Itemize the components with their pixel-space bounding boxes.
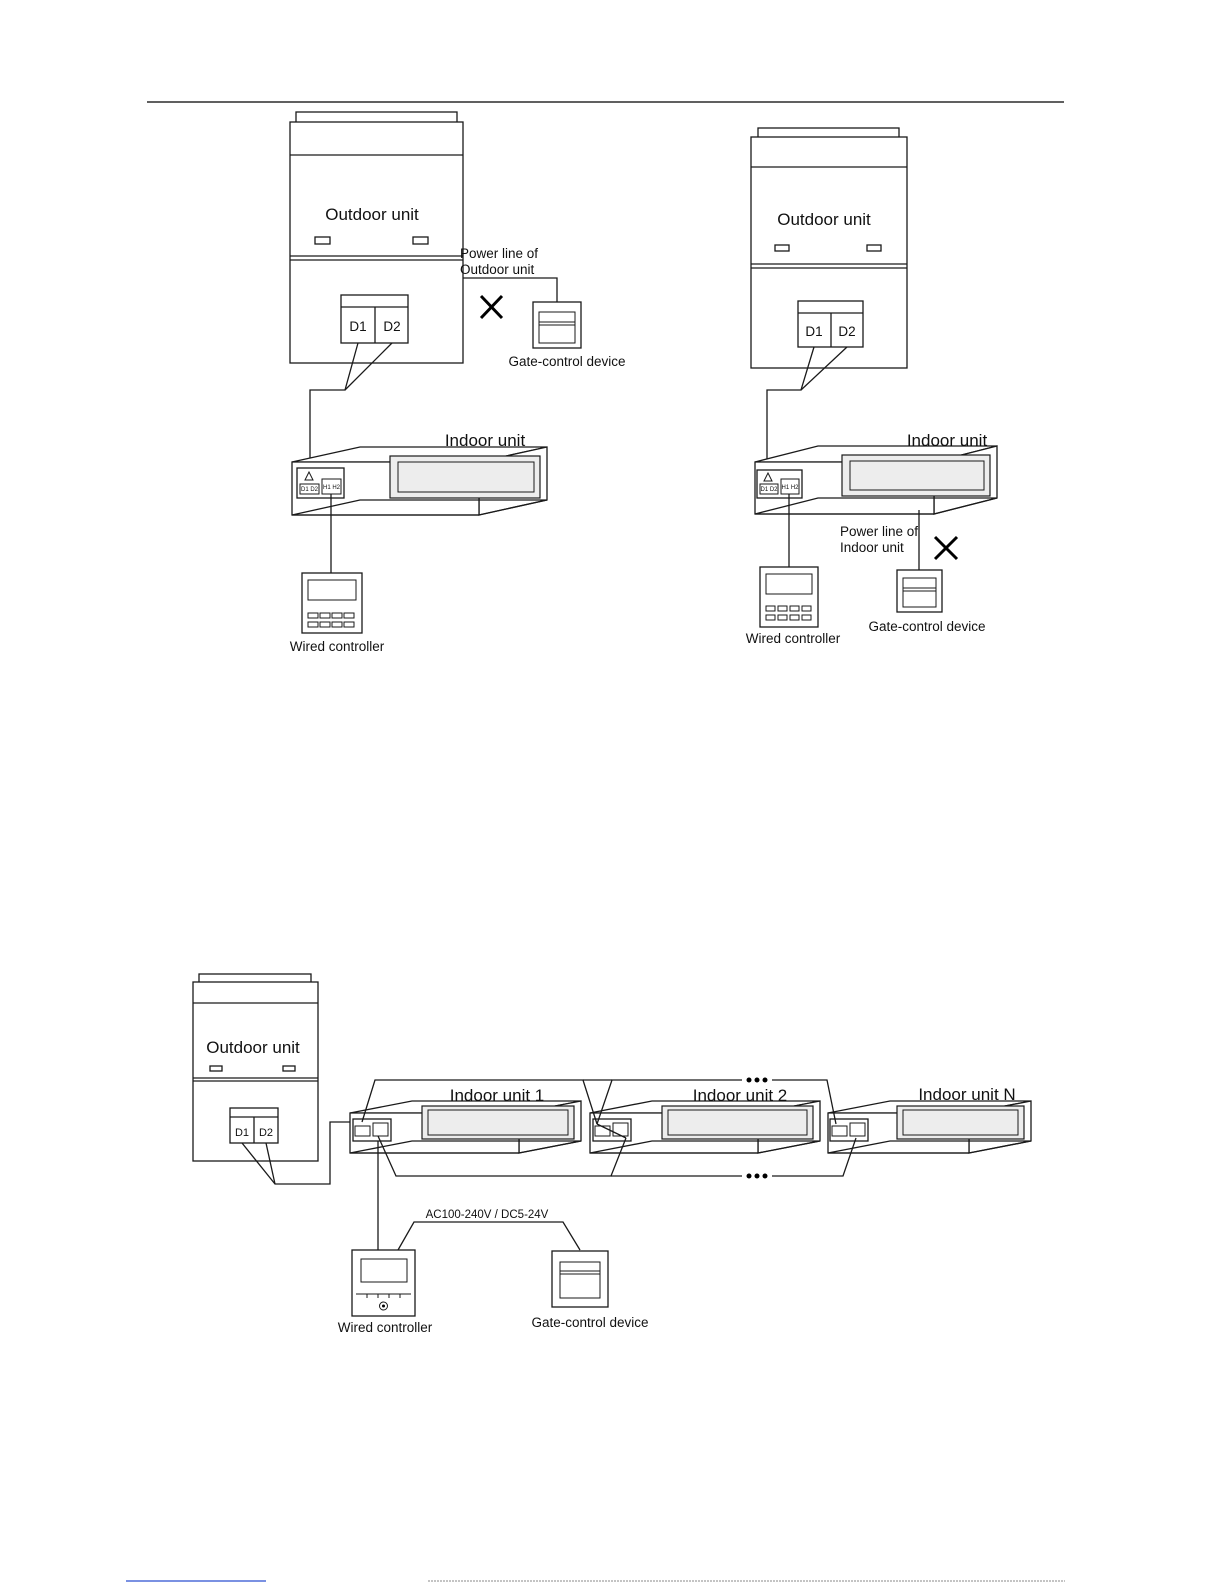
outdoor-unit: Outdoor unit [192, 973, 319, 1162]
wired-controller-label: Wired controller [338, 1320, 433, 1335]
terminal-d1: D1 [235, 1127, 249, 1139]
diagram-right: Outdoor unit D1 D2 D1 D2 H1 H2 Indoor un… [746, 127, 998, 646]
diagram-left: Outdoor unit D1 D2 Power line of Outdoor… [289, 111, 626, 654]
gate-control-device [551, 1250, 609, 1308]
not-allowed-x-icon [479, 294, 504, 320]
indoor-unit-1 [349, 1100, 582, 1154]
vent-slot [412, 236, 429, 245]
indoor-unit: D1 D2 H1 H2 [291, 446, 548, 516]
vent-slot [774, 244, 790, 252]
outdoor-unit-label: Outdoor unit [325, 205, 419, 224]
terminal-block: D1 D2 [229, 1107, 279, 1144]
voltage-label: AC100-240V / DC5-24V [426, 1209, 549, 1221]
wired-controller-label: Wired controller [746, 631, 841, 646]
indoor-unit-label: Indoor unit [445, 431, 526, 450]
indoor-unit: D1 D2 H1 H2 [754, 445, 998, 515]
indoor-unit-n-label: Indoor unit N [918, 1085, 1015, 1104]
power-line [463, 277, 558, 302]
power-line-label-1: Power line of [460, 246, 538, 261]
vent-slot [866, 244, 882, 252]
comm-wire [766, 346, 815, 475]
terminal-block: D1 D2 [797, 300, 864, 348]
terminal-block: D1 D2 [340, 294, 409, 344]
air-grille [841, 454, 991, 497]
comm-wire [241, 1121, 362, 1185]
indoor-unit-2 [589, 1100, 821, 1154]
not-allowed-x-icon [933, 535, 959, 561]
wired-controller [759, 566, 819, 628]
air-grille [389, 455, 541, 499]
outdoor-unit-label: Outdoor unit [206, 1038, 300, 1057]
wired-controller [351, 1249, 416, 1317]
power-line-label-2: Outdoor unit [460, 262, 535, 277]
wired-controller [301, 572, 363, 634]
gate-control-label: Gate-control device [531, 1315, 648, 1330]
diagram-bottom: Outdoor unit D1 D2 Indoor unit 1 [192, 973, 1032, 1335]
continuation-dots-icon [746, 1077, 768, 1179]
indoor-unit-1-label: Indoor unit 1 [450, 1086, 545, 1105]
terminal-d2: D2 [838, 324, 855, 339]
terminal-d1: D1 [349, 319, 366, 334]
power-line-label-2: Indoor unit [840, 540, 904, 555]
wiring-panel [296, 467, 345, 499]
daisy-chain-wiring [361, 1079, 857, 1177]
power-line-label-1: Power line of [840, 524, 918, 539]
gate-control-label: Gate-control device [508, 354, 625, 369]
wired-controller-label: Wired controller [290, 639, 385, 654]
voltage-line [397, 1221, 581, 1251]
vent-slot [282, 1065, 296, 1072]
port-h1h2: H1 H2 [323, 485, 341, 491]
vent-slot [209, 1065, 223, 1072]
port-h1h2: H1 H2 [781, 485, 799, 491]
port-d1d2: D1 D2 [301, 487, 319, 493]
terminal-d1: D1 [805, 324, 822, 339]
gate-control-device [532, 301, 582, 349]
gate-control-device [896, 569, 943, 613]
terminal-d2: D2 [383, 319, 400, 334]
comm-wire [309, 342, 359, 472]
gate-control-label: Gate-control device [868, 619, 985, 634]
terminal-d2: D2 [259, 1127, 273, 1139]
port-d1d2: D1 D2 [760, 487, 778, 493]
outdoor-unit-label: Outdoor unit [777, 210, 871, 229]
indoor-unit-n [827, 1100, 1032, 1154]
vent-slot [314, 236, 331, 245]
indoor-unit-label: Indoor unit [907, 431, 988, 450]
indoor-unit-2-label: Indoor unit 2 [693, 1086, 788, 1105]
